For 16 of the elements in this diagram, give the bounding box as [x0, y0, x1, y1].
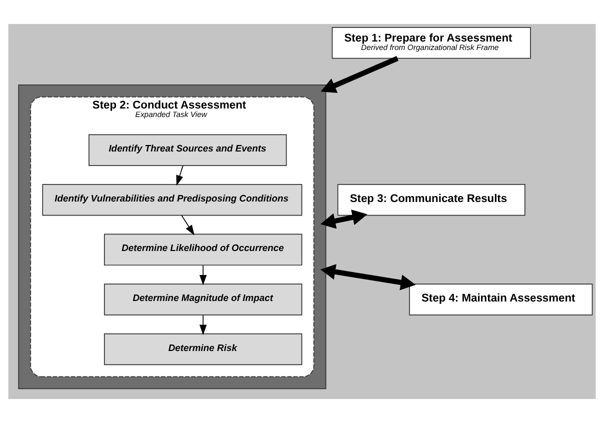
arrow — [200, 264, 207, 286]
node-box: Determine Magnitude of Impact — [104, 284, 302, 316]
node-box: Step 3: Communicate Results — [337, 184, 526, 216]
node-box: Step 1: Prepare for Assessment Derived from Organizational Risk Frame — [332, 27, 531, 59]
arrow — [181, 215, 194, 236]
node-box: Determine Likelihood of Occurrence — [104, 234, 302, 266]
arrow — [200, 314, 207, 336]
node-box: Identify Vulnerabilities and Predisposing Conditions — [42, 184, 302, 216]
arrow — [320, 56, 398, 93]
node-box: Identify Threat Sources and Events — [88, 134, 287, 166]
arrow — [320, 264, 416, 290]
arrow — [176, 165, 184, 186]
node-box: Determine Risk — [104, 333, 302, 366]
arrow — [320, 210, 368, 229]
cluster — [18, 84, 326, 390]
node-box: Step 4: Maintain Assessment — [409, 284, 593, 316]
